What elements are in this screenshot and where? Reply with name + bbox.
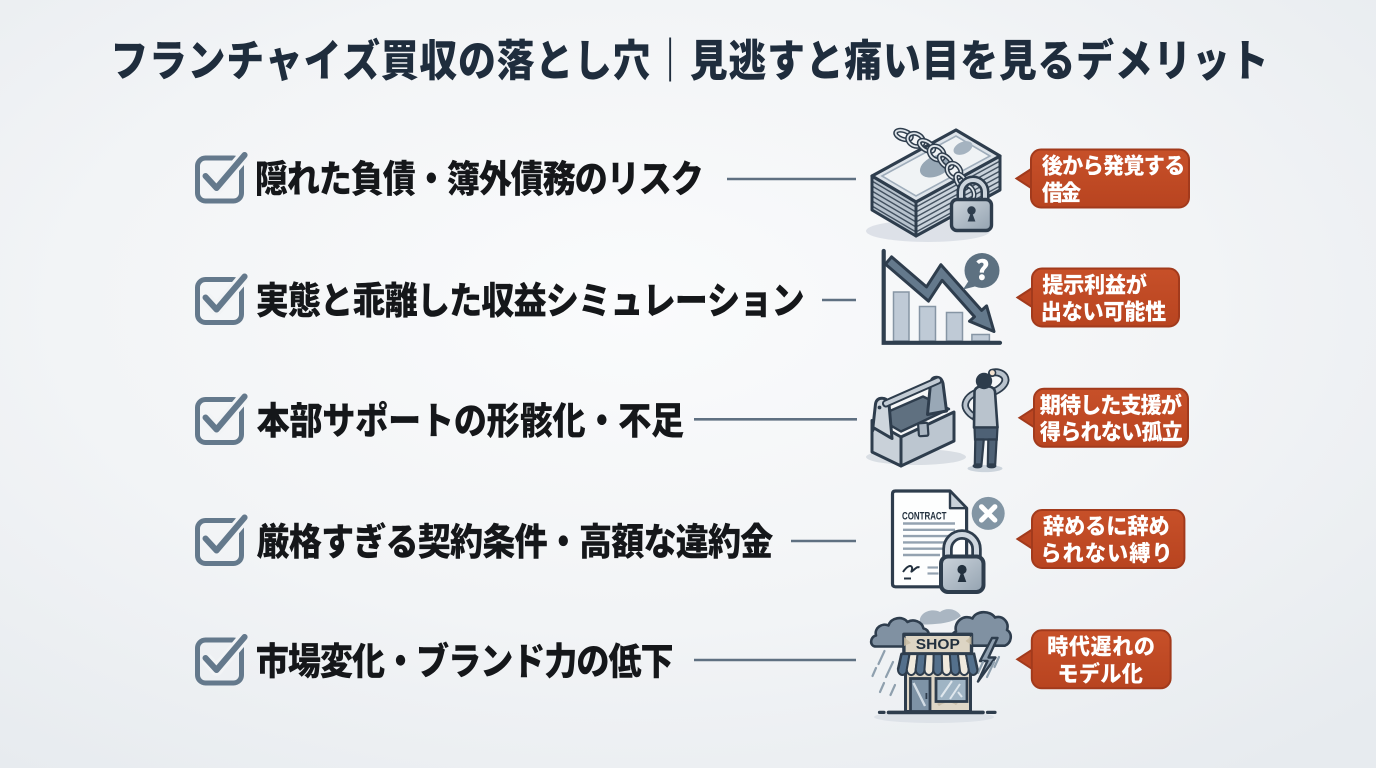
- svg-text:SHOP: SHOP: [916, 637, 960, 653]
- svg-text:CONTRACT: CONTRACT: [902, 510, 947, 522]
